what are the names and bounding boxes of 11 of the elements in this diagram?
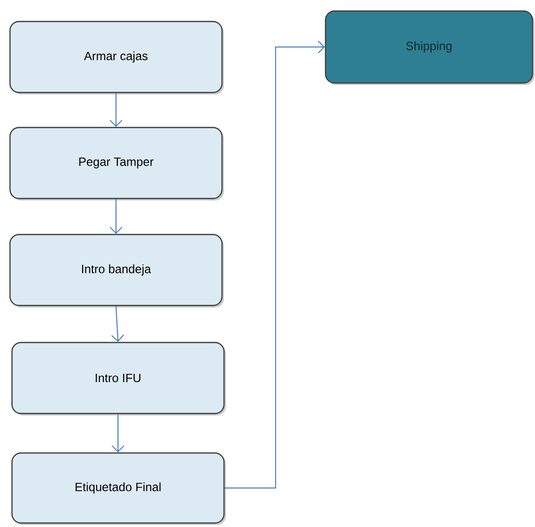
arrow <box>111 306 124 342</box>
process-box: Intro bandeja <box>9 234 224 308</box>
process-box: Pegar Tamper <box>9 126 224 200</box>
process-box: Shipping <box>324 10 534 85</box>
arrow <box>110 198 122 234</box>
process-box: Etiquetado Final <box>11 452 226 525</box>
arrow <box>110 92 122 127</box>
arrow <box>224 40 325 488</box>
process-box: Armar cajas <box>9 20 224 94</box>
arrow <box>112 414 124 452</box>
process-box: Intro IFU <box>11 342 226 416</box>
